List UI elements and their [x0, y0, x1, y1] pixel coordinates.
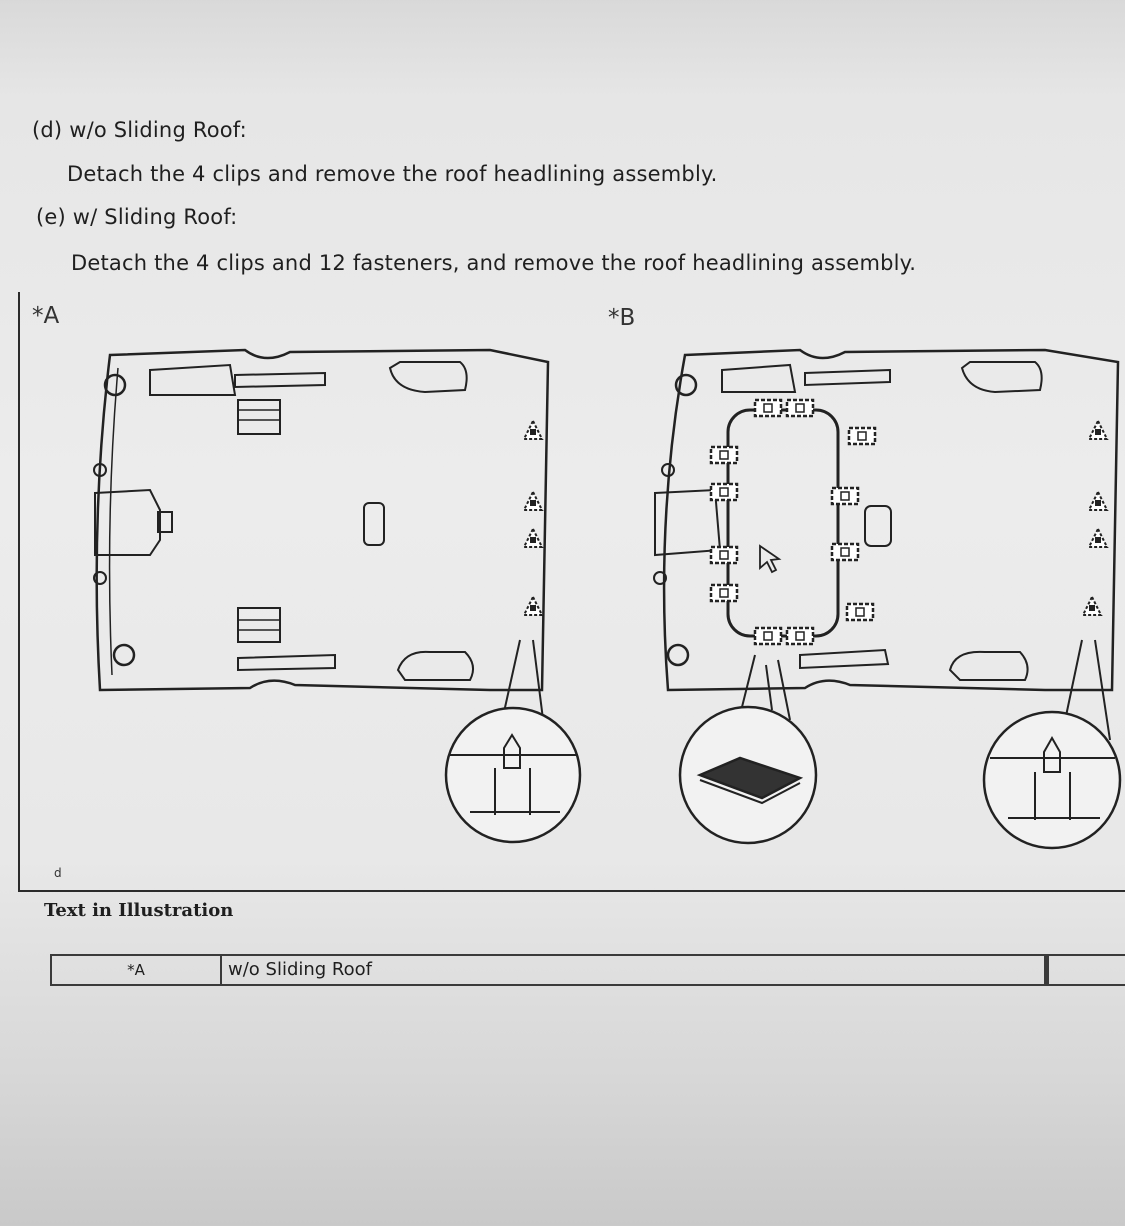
- legend-table: *A w/o Sliding Roof: [50, 954, 1125, 986]
- legend-extra-cell: [1046, 954, 1125, 986]
- figure-label-a: *A: [32, 303, 60, 329]
- legend-key-cell: *A: [50, 954, 222, 986]
- legend-heading: Text in Illustration: [44, 900, 234, 921]
- headlining-b: [653, 348, 1120, 741]
- illustration-frame: [18, 292, 1125, 892]
- fastener-detail: [678, 705, 818, 845]
- figure-label-b: *B: [608, 305, 636, 331]
- clip-detail-b: [982, 710, 1122, 850]
- step-d-instruction: Detach the 4 clips and remove the roof h…: [67, 162, 718, 186]
- step-d-heading: (d) w/o Sliding Roof:: [32, 118, 247, 142]
- legend-value-cell: w/o Sliding Roof: [222, 954, 1046, 986]
- clip-detail-a: [444, 706, 582, 844]
- step-e-instruction: Detach the 4 clips and 12 fasteners, and…: [71, 251, 917, 275]
- step-e-heading: (e) w/ Sliding Roof:: [36, 205, 238, 229]
- illustration-code: d: [54, 866, 62, 880]
- headlining-a: [93, 348, 550, 736]
